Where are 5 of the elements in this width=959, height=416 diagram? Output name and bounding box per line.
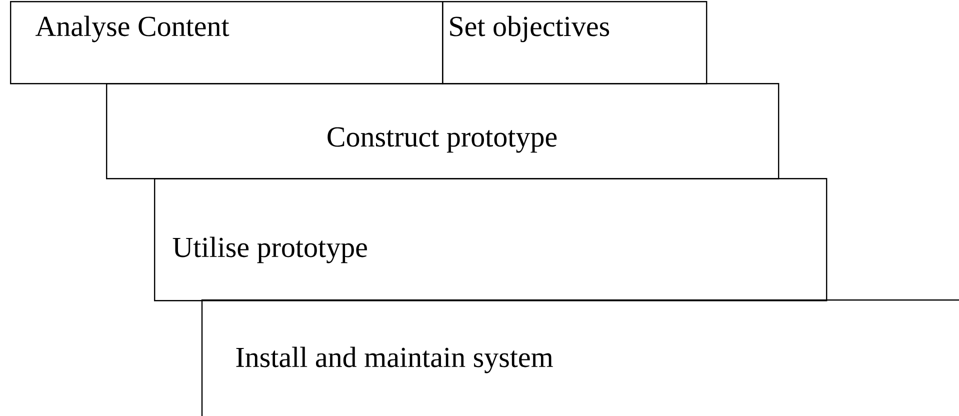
process-box: Set objectives (442, 1, 708, 84)
process-box: Utilise prototype (154, 178, 828, 302)
process-box: Analyse Content (10, 1, 444, 84)
process-box: Install and maintain system (201, 299, 959, 416)
process-box: Construct prototype (106, 83, 780, 180)
